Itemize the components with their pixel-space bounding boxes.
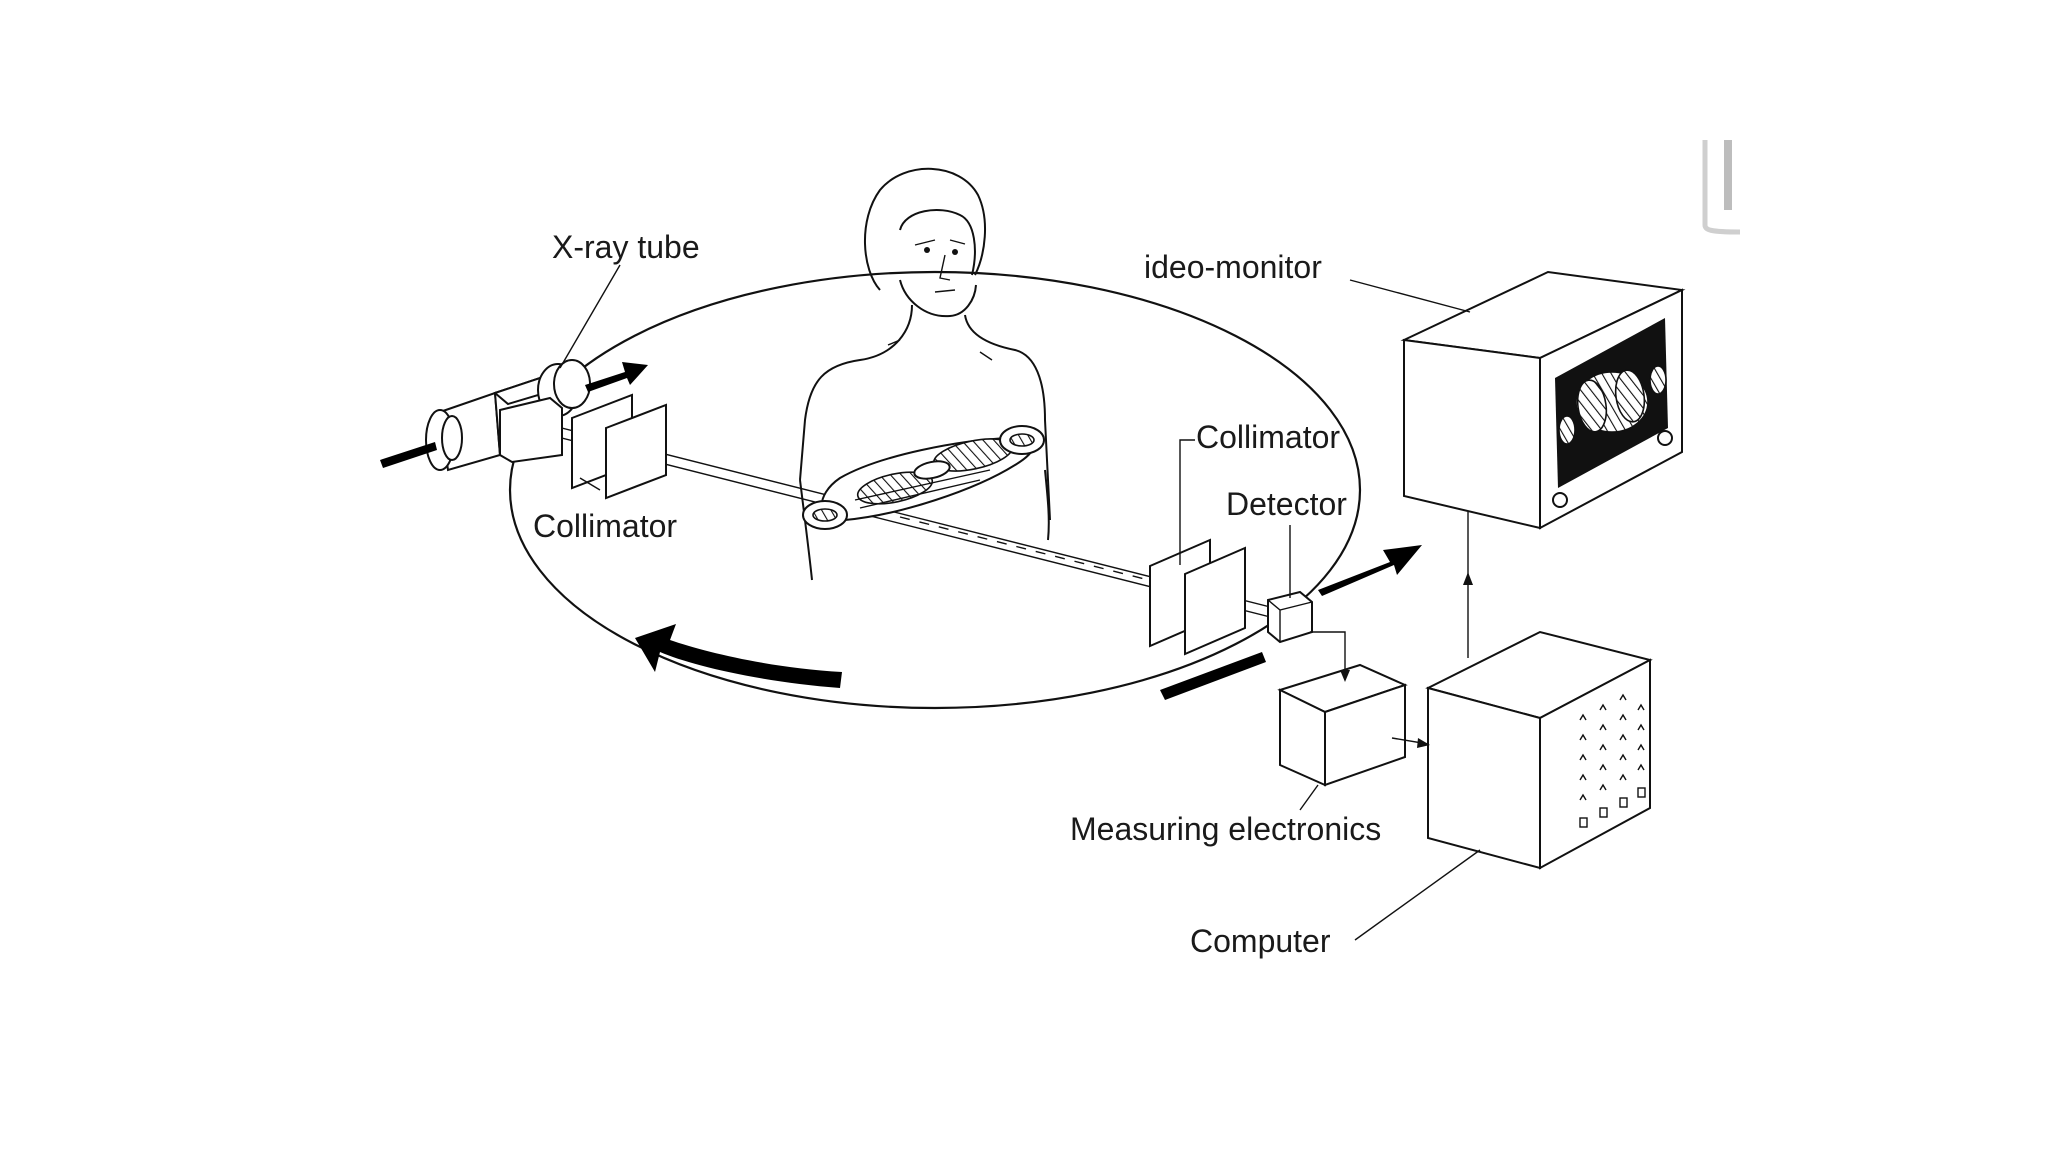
tube-translation-arrow-out	[380, 442, 437, 468]
label-xray-tube: X-ray tube	[552, 229, 700, 265]
xray-tube	[425, 359, 591, 472]
collimator-left	[571, 393, 667, 500]
detector-to-electronics-line	[1310, 631, 1346, 680]
detector	[1267, 590, 1313, 644]
label-collimator-right: Collimator	[1196, 419, 1340, 455]
label-video-monitor: ideo-monitor	[1144, 249, 1322, 285]
video-monitor	[1400, 270, 1686, 530]
edge-artifact	[1724, 140, 1732, 210]
computer-box	[1425, 630, 1653, 870]
measuring-electronics-box	[1277, 663, 1408, 787]
detector-translation-arrow-in	[1160, 652, 1266, 700]
computer-indicator-lights	[1579, 693, 1646, 828]
monitor-knob	[1657, 430, 1673, 446]
gantry-orbit	[508, 270, 1362, 710]
label-computer: Computer	[1190, 923, 1331, 959]
label-measuring-electronics: Measuring electronics	[1070, 811, 1381, 847]
monitor-knob	[1552, 492, 1568, 508]
label-collimator-left: Collimator	[533, 508, 677, 544]
edge-artifact	[1702, 140, 1741, 235]
collimator-right	[1149, 538, 1246, 656]
label-detector: Detector	[1226, 486, 1347, 522]
patient-figure	[799, 167, 1051, 581]
rotation-arrow	[635, 624, 842, 688]
detector-translation-arrow-out	[1318, 545, 1422, 596]
tube-translation-arrow-in	[585, 362, 648, 392]
